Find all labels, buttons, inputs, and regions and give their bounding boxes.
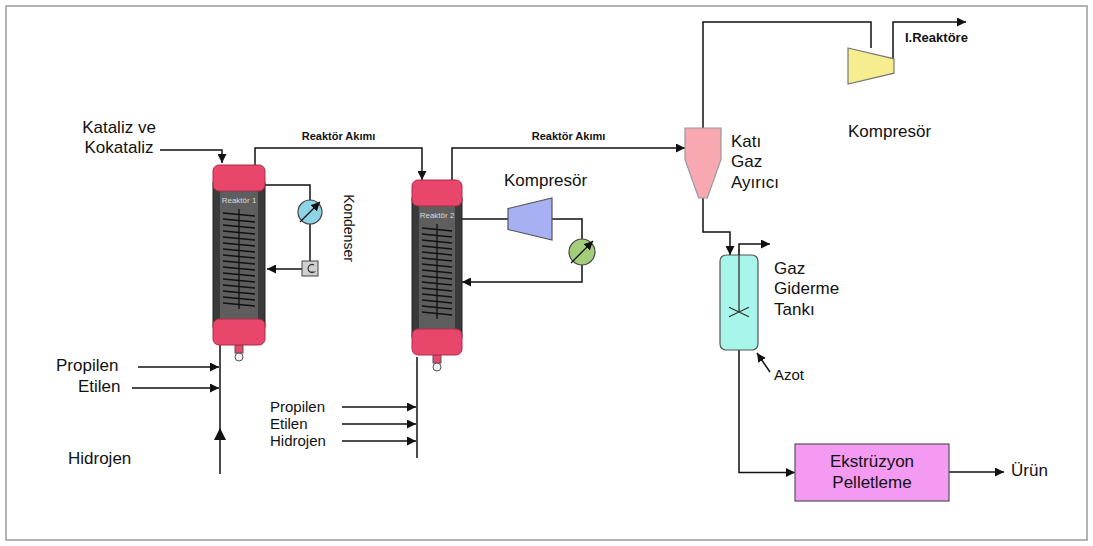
- feed-arrow: [342, 440, 416, 442]
- heat-exchanger: [569, 239, 595, 265]
- feed-label: Azot: [774, 366, 804, 384]
- feed-line: [219, 345, 221, 474]
- compressor-outline: [508, 198, 552, 240]
- feed-label: Hidrojen: [68, 449, 131, 469]
- catalyst-feed-line: [160, 150, 222, 163]
- solid-gas-separator-outline: [685, 128, 721, 198]
- nitrogen-arrow: [757, 353, 770, 372]
- pump: [308, 265, 314, 273]
- process-box: Ekstrüzyon Pelletleme: [795, 444, 949, 501]
- node-label: Gaz Giderme Tankı: [774, 259, 854, 320]
- arrow-head: [214, 428, 226, 440]
- feed-label: Propilen: [270, 398, 325, 416]
- feed-label: Propilen: [56, 356, 118, 376]
- node-label: Reaktör 1: [213, 196, 265, 206]
- node-label: Reaktör 2: [412, 211, 462, 221]
- vent-line: [739, 244, 770, 255]
- degassing-tank: Gaz Giderme Tankı: [720, 255, 758, 350]
- feed-label: Etilen: [270, 415, 308, 433]
- condenser-return: [267, 268, 302, 270]
- flow-line: [703, 198, 730, 255]
- reactor-vessel-outline: [213, 165, 265, 345]
- feed-arrow: [342, 423, 416, 425]
- compressor: Kompresör: [848, 48, 894, 84]
- feed-label: Kataliz ve Kokataliz: [80, 118, 158, 159]
- feed-label: Etilen: [78, 377, 121, 397]
- node-label: Kompresör: [504, 171, 587, 191]
- node-label: Ekstrüzyon Pelletleme: [807, 452, 937, 493]
- feed-label: Hidrojen: [270, 432, 326, 450]
- reactor-vessel: Reaktör 2: [412, 180, 462, 355]
- flow-label: Reaktör Akımı: [530, 130, 608, 142]
- compressor-outline: [848, 48, 894, 84]
- flow-line: [703, 22, 871, 128]
- flow-line: [255, 148, 422, 180]
- heat-exchanger: [298, 200, 322, 224]
- reactor-vessel: Reaktör 1: [213, 165, 265, 345]
- compressor: Kompresör: [508, 198, 552, 240]
- node-label: Katı Gaz Ayırıcı: [731, 132, 793, 193]
- bottom-valve: [433, 363, 441, 371]
- frame: [6, 6, 1087, 540]
- flow-line: [462, 218, 508, 220]
- degassing-tank-outline: [720, 255, 758, 350]
- equipment-label: Kondenser: [341, 194, 358, 262]
- bottom-valve: [235, 345, 243, 353]
- solid-gas-separator: Katı Gaz Ayırıcı: [685, 128, 721, 198]
- flow-label: Reaktör Akımı: [300, 130, 378, 142]
- feed-arrow: [342, 406, 416, 408]
- bottom-valve: [235, 353, 243, 361]
- heat-exchanger: [300, 202, 320, 222]
- feed-line: [416, 357, 418, 458]
- node-label: Kompresör: [848, 122, 931, 142]
- bottom-valve: [433, 355, 441, 363]
- feed-arrow: [132, 387, 219, 389]
- condenser-loop: [265, 185, 310, 269]
- destination-label: I.Reaktöre: [905, 30, 968, 46]
- product-arrow: [947, 471, 1004, 473]
- reactor-vessel-outline: [412, 180, 462, 355]
- product-label: Ürün: [1011, 461, 1048, 481]
- pump: [302, 261, 318, 276]
- heat-exchanger: [571, 241, 593, 263]
- feed-arrow: [138, 366, 219, 368]
